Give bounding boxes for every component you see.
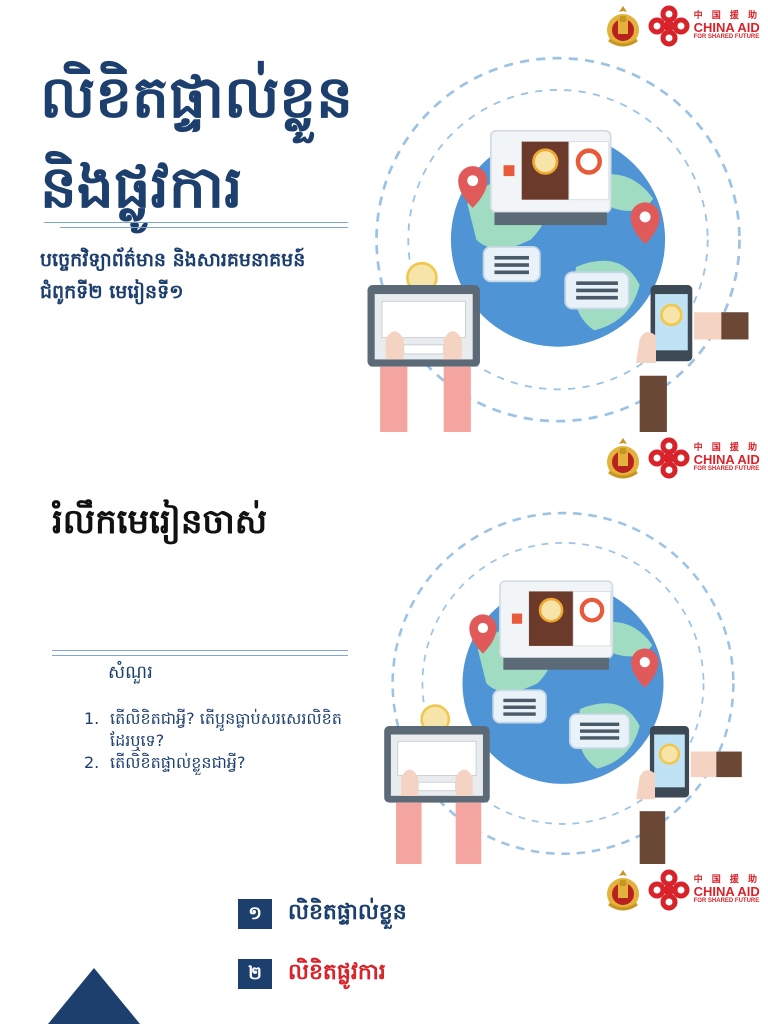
logo-group: 中 国 援 助 CHINA AID FOR SHARED FUTURE [604,436,760,480]
china-aid-name: CHINA AID [693,884,760,899]
slide-title-line-2: និងផ្លូវការ [40,153,243,221]
connected-world-illustration [358,496,768,864]
china-aid-chinese-text: 中 国 援 助 [693,875,760,885]
agenda-item-formal-letter: ២ លិខិតផ្លូវការ [238,958,386,990]
title-divider [44,222,348,223]
chinese-knot-icon [648,437,690,479]
agenda-item-personal-letter: ១ លិខិតផ្ទាល់ខ្លួន [238,898,407,930]
subject-name: បច្ចេកវិទ្យាព័ត៌មាន និងសារគមនាគមន៍ [40,249,306,271]
ministry-emblem-icon [604,436,642,480]
slide-title: លិខិតផ្ទាល់ខ្លួន និងផ្លូវការ [40,52,400,232]
section-divider [52,650,348,651]
question-text: តើលិខិតផ្ទាល់ខ្លួនជាអ្វី? [110,753,246,772]
ministry-emblem-icon [604,868,642,912]
china-aid-tagline: FOR SHARED FUTURE [693,466,760,472]
china-aid-tagline: FOR SHARED FUTURE [693,898,760,904]
agenda-label: លិខិតផ្លូវការ [288,960,386,985]
list-item: 2. តើលិខិតផ្ទាល់ខ្លួនជាអ្វី? [84,752,354,774]
china-aid-name: CHINA AID [693,20,760,35]
china-aid-logo: 中 国 援 助 CHINA AID FOR SHARED FUTURE [648,437,760,479]
slide-title: រំលឹកមេរៀនចាស់ [52,502,268,542]
title-slide: 中 国 援 助 CHINA AID FOR SHARED FUTURE លិខិ… [0,0,768,432]
china-aid-logo: 中 国 援 助 CHINA AID FOR SHARED FUTURE [648,869,760,911]
chinese-knot-icon [648,869,690,911]
connected-world-illustration [348,40,768,432]
agenda-number: ១ [238,899,272,929]
slide-subtitle: បច្ចេកវិទ្យាព័ត៌មាន និងសារគមនាគមន៍ ជំពូក… [40,244,380,308]
list-item: 1. តើលិខិតជាអ្វី? តើប្អូនធ្លាប់សរសេរលិខិ… [84,708,354,752]
china-aid-chinese-text: 中 国 援 助 [693,443,760,453]
list-number: 1. [84,709,100,728]
china-aid-logo: 中 国 援 助 CHINA AID FOR SHARED FUTURE [648,5,760,47]
title-divider-secondary [60,227,348,228]
decorative-triangle [48,968,140,1024]
list-number: 2. [84,753,100,772]
logo-group: 中 国 援 助 CHINA AID FOR SHARED FUTURE [604,868,760,912]
question-text: តើលិខិតជាអ្វី? តើប្អូនធ្លាប់សរសេរលិខិតដែ… [110,709,342,750]
agenda-label: លិខិតផ្ទាល់ខ្លួន [288,900,407,925]
section-divider-secondary [52,655,348,656]
logo-group: 中 国 援 助 CHINA AID FOR SHARED FUTURE [604,4,760,48]
china-aid-chinese-text: 中 国 援 助 [693,11,760,21]
agenda-number: ២ [238,959,272,989]
agenda-slide: 中 国 援 助 CHINA AID FOR SHARED FUTURE ១ លិ… [0,864,768,1024]
question-list: 1. តើលិខិតជាអ្វី? តើប្អូនធ្លាប់សរសេរលិខិ… [84,708,354,774]
review-slide: 中 国 援 助 CHINA AID FOR SHARED FUTURE រំលឹ… [0,432,768,864]
china-aid-name: CHINA AID [693,452,760,467]
questions-heading: សំណួរ [108,662,153,683]
china-aid-tagline: FOR SHARED FUTURE [693,34,760,40]
slide-title-line-1: លិខិតផ្ទាល់ខ្លួន [40,63,353,131]
chapter-lesson: ជំពូកទី២ មេរៀនទី១ [40,281,184,303]
